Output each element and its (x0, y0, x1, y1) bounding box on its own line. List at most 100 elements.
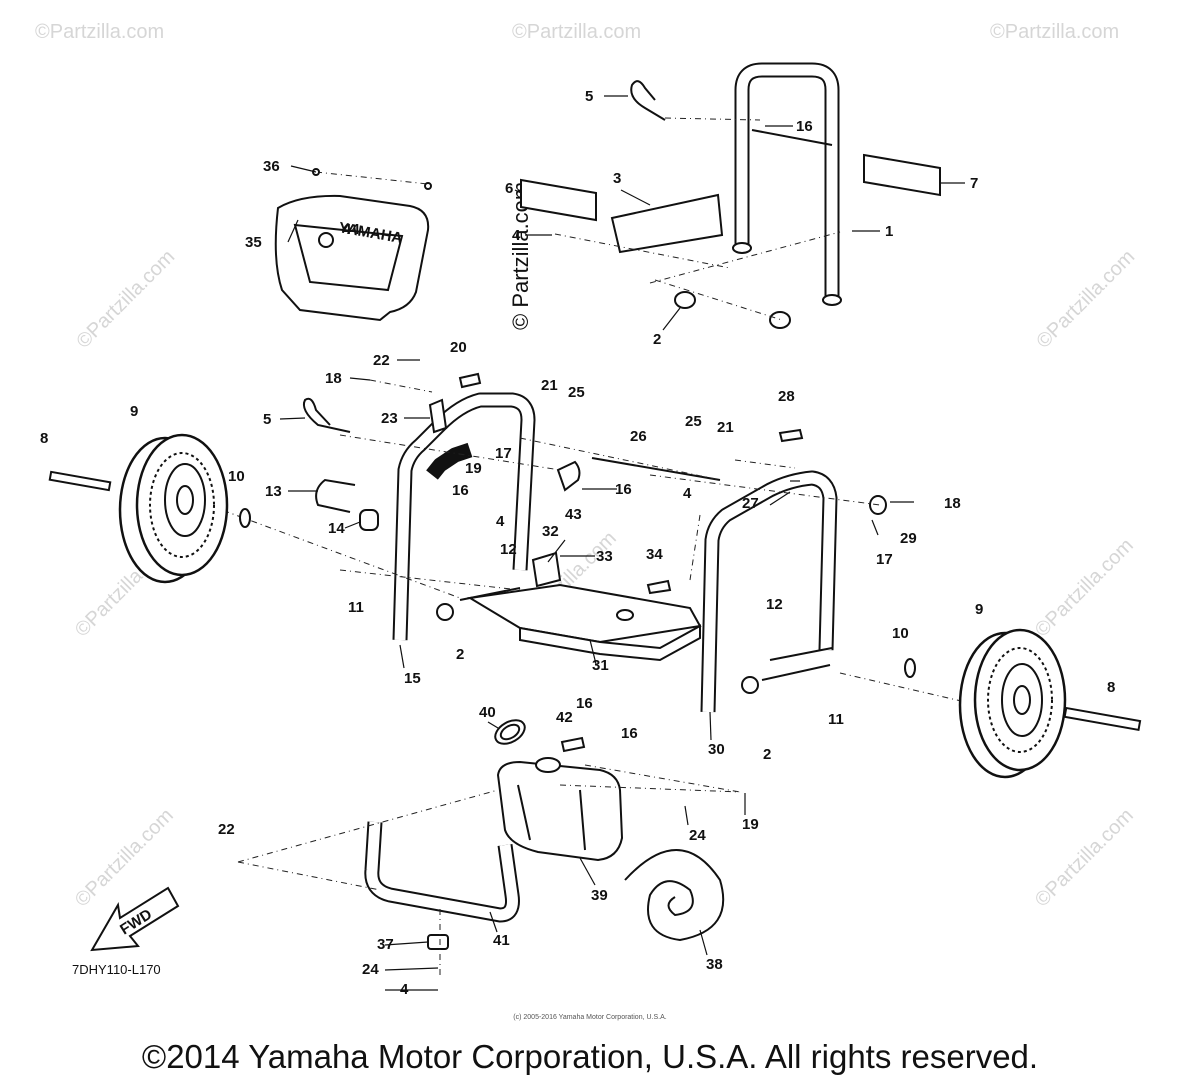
bracket-23 (428, 398, 448, 434)
callout-9: 9 (130, 403, 138, 420)
callout-5: 5 (263, 411, 271, 428)
callout-20: 20 (450, 339, 467, 356)
callout-4: 4 (400, 981, 409, 998)
callout-27: 27 (742, 495, 759, 512)
axle-bolt (1063, 706, 1142, 732)
decal-42 (560, 736, 586, 753)
end-cap (769, 311, 791, 329)
axle-bolt (48, 470, 112, 492)
callout-43: 43 (565, 506, 582, 523)
watermark: ©Partzilla.com (990, 21, 1119, 43)
callout-4: 4 (496, 513, 505, 530)
callout-22: 22 (218, 821, 235, 838)
callout-8: 8 (1107, 679, 1115, 696)
callout-4: 4 (512, 227, 521, 244)
watermark: ©Partzilla.com (1031, 804, 1138, 911)
end-cap (741, 676, 759, 694)
washer (904, 658, 916, 678)
label-6 (520, 178, 597, 222)
top-cover: YAMAHA (274, 168, 432, 322)
callout-19: 19 (742, 816, 759, 833)
fuel-cap-gasket (494, 719, 526, 745)
callout-16: 16 (452, 482, 469, 499)
callout-36: 36 (263, 158, 280, 175)
decal-34 (646, 579, 672, 595)
bracket-3 (610, 193, 724, 254)
bracket-33 (531, 551, 562, 588)
callout-33: 33 (596, 548, 613, 565)
callout-28: 28 (778, 388, 795, 405)
fuel-tank-assembly (237, 719, 741, 975)
callout-11: 11 (348, 599, 364, 616)
drawing-code: 7DHY110-L170 (72, 962, 161, 977)
callout-24: 24 (362, 961, 379, 978)
callout-25: 25 (568, 384, 585, 401)
callout-39: 39 (591, 887, 608, 904)
watermark: ©Partzilla.com (35, 21, 164, 43)
end-cap (674, 291, 696, 309)
callout-7: 7 (970, 175, 978, 192)
wheel-left (48, 433, 251, 584)
callout-44: 44 (343, 221, 360, 238)
callout-26: 26 (630, 428, 647, 445)
footer-copyright: ©2014 Yamaha Motor Corporation, U.S.A. A… (141, 1038, 1039, 1075)
callout-9: 9 (975, 601, 983, 618)
callout-35: 35 (245, 234, 262, 251)
callout-4: 4 (683, 485, 692, 502)
callout-21: 21 (541, 377, 558, 394)
rubber-mount (359, 509, 379, 531)
rod-26 (591, 457, 721, 481)
callout-17: 17 (876, 551, 893, 568)
j-bolt (302, 397, 351, 433)
callout-8: 8 (40, 430, 48, 447)
callout-16: 16 (621, 725, 638, 742)
small-copyright: (c) 2005-2016 Yamaha Motor Corporation, … (513, 1014, 667, 1021)
fwd-arrow: FWD (90, 886, 180, 952)
watermark: ©Partzilla.com (1031, 534, 1138, 641)
clip-43 (556, 460, 581, 492)
j-bolt (630, 80, 666, 121)
main-frame (194, 372, 1001, 713)
callout-13: 13 (265, 483, 282, 500)
callout-12: 12 (766, 596, 783, 613)
callout-37: 37 (377, 936, 394, 953)
washer (239, 508, 251, 528)
callout-25: 25 (685, 413, 702, 430)
callout-21: 21 (717, 419, 734, 436)
fuel-tank (496, 760, 624, 862)
watermark: ©Partzilla.com (72, 246, 179, 353)
callout-10: 10 (228, 468, 245, 485)
callout-32: 32 (542, 523, 559, 540)
callout-16: 16 (615, 481, 632, 498)
callout-23: 23 (381, 410, 398, 427)
callout-18: 18 (325, 370, 342, 387)
decal-20 (458, 372, 482, 389)
wheel-right (904, 628, 1142, 779)
handle-assembly (520, 62, 941, 329)
label-7 (863, 153, 941, 197)
callout-40: 40 (479, 704, 496, 721)
callout-30: 30 (708, 741, 725, 758)
callout-16: 16 (576, 695, 593, 712)
callout-41: 41 (493, 932, 510, 949)
u-bolt-13 (315, 478, 356, 513)
callouts: 5 16 3 6 7 4 1 2 36 44 35 22 20 18 21 25… (40, 88, 1115, 998)
callout-19: 19 (465, 460, 482, 477)
callout-18: 18 (944, 495, 961, 512)
callout-38: 38 (706, 956, 723, 973)
callout-3: 3 (613, 170, 621, 187)
callout-1: 1 (885, 223, 893, 240)
callout-2: 2 (763, 746, 771, 763)
callout-42: 42 (556, 709, 573, 726)
callout-29: 29 (900, 530, 917, 547)
callout-24: 24 (689, 827, 706, 844)
callout-16: 16 (796, 118, 813, 135)
callout-14: 14 (328, 520, 345, 537)
callout-6: 6 (505, 180, 513, 197)
clamp-37 (427, 934, 449, 950)
end-cap (436, 603, 454, 621)
leader-lines (279, 95, 965, 991)
watermark: ©Partzilla.com (512, 21, 641, 43)
callout-31: 31 (592, 657, 609, 674)
